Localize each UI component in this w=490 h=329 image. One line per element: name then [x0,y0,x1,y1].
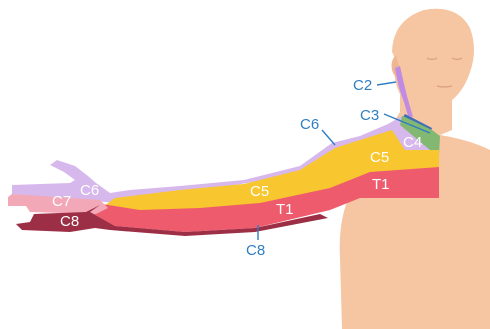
label-c4: C4 [403,134,422,151]
c6-leader [322,130,335,145]
label-c5-shoulder: C5 [370,149,389,166]
label-c6-hand: C6 [80,182,99,199]
label-t1-arm: T1 [276,201,294,218]
label-t1-shoulder: T1 [372,176,390,193]
label-c8-bottom: C8 [246,242,265,259]
label-c2: C2 [353,77,372,94]
c2-leader [377,82,396,85]
label-c6-top: C6 [300,116,319,133]
label-c8-hand: C8 [60,213,79,230]
label-c5-arm: C5 [250,183,269,200]
label-c3: C3 [360,107,379,124]
label-c7: C7 [52,193,71,210]
